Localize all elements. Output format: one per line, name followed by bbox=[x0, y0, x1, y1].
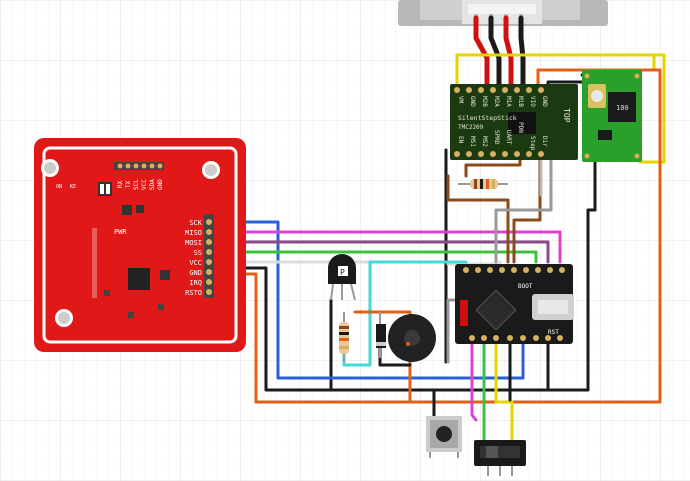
driver-pin-dir: Dir bbox=[541, 136, 548, 147]
driver-pin-en: EN bbox=[457, 136, 464, 144]
driver-pin-gnd-top: GND bbox=[469, 96, 476, 107]
mcu-top-pins bbox=[463, 267, 565, 273]
driver-pin-gnd-top2: GND bbox=[541, 96, 548, 107]
buck-converter: 100 bbox=[582, 70, 642, 162]
microcontroller: BOOT RST bbox=[455, 264, 574, 344]
rfid-module: ON KE RX TX SCL VCC SDA GND PWR bbox=[34, 138, 246, 352]
rfid-top-pin-labels: RX TX SCL VCC SDA GND bbox=[117, 179, 164, 190]
rfid-top-pin-gnd: GND bbox=[157, 179, 164, 190]
rst-label: RST bbox=[548, 329, 559, 336]
driver-top-header bbox=[454, 87, 544, 93]
motor-wires bbox=[473, 15, 526, 93]
resistor-vertical bbox=[339, 312, 349, 362]
pin-label-gnd: GND bbox=[189, 269, 202, 277]
driver-name: SilentStepStick bbox=[458, 114, 517, 122]
driver-pin-ms2: MS2 bbox=[481, 136, 488, 147]
rfid-top-pin-vcc: VCC bbox=[141, 179, 148, 190]
rfid-switch-labels: ON KE bbox=[56, 184, 76, 190]
pin-label-ss: SS bbox=[194, 249, 202, 257]
switch-label-ke: KE bbox=[70, 184, 76, 190]
driver-chip: TMC2209 bbox=[458, 124, 484, 131]
rfid-top-pin-rx: RX bbox=[117, 180, 124, 188]
pin-label-irq: IRQ bbox=[189, 279, 202, 287]
driver-pin-m2a: M2A bbox=[493, 96, 500, 107]
transistor: P bbox=[328, 254, 356, 301]
driver-pin-step: Step bbox=[529, 136, 536, 151]
pin-label-rsto: RSTO bbox=[185, 289, 202, 297]
driver-pin-uart: UART bbox=[505, 130, 512, 145]
mcu-bottom-pins bbox=[469, 335, 563, 341]
resistor-top bbox=[458, 179, 508, 189]
boot-label: BOOT bbox=[518, 283, 533, 290]
stepper-driver: VM GND M2B M2A M1A M1B VIO GND SilentSte… bbox=[450, 84, 578, 160]
slide-switch bbox=[474, 440, 526, 476]
transistor-label: P bbox=[340, 268, 345, 277]
buck-pins bbox=[584, 73, 640, 159]
driver-pin-m1b: M1B bbox=[517, 96, 524, 107]
driver-pin-ms1: MS1 bbox=[469, 136, 476, 147]
rfid-top-header bbox=[114, 162, 164, 170]
buzzer bbox=[388, 314, 436, 362]
driver-brand: TOP bbox=[562, 108, 571, 123]
driver-pin-vio: VIO bbox=[529, 96, 536, 107]
rfid-top-pin-sda: SDA bbox=[149, 179, 156, 190]
diode bbox=[376, 312, 386, 358]
driver-top-pin-labels: VM GND M2B M2A M1A M1B VIO GND bbox=[457, 96, 548, 107]
driver-pin-m2b: M2B bbox=[481, 96, 488, 107]
pin-label-miso: MISO bbox=[185, 229, 202, 237]
inductor-label: 100 bbox=[616, 104, 629, 112]
pin-label-mosi: MOSI bbox=[185, 239, 202, 247]
driver-pin-sprd: SPRD bbox=[493, 130, 500, 145]
switch-label-on: ON bbox=[56, 184, 62, 190]
rfid-side-pins bbox=[206, 219, 212, 295]
driver-pin-m1a: M1A bbox=[505, 96, 512, 107]
push-button bbox=[426, 416, 462, 458]
driver-bottom-pin-labels: EN MS1 MS2 SPRD UART PDN Step Dir bbox=[457, 122, 548, 151]
pin-label-sck: SCK bbox=[189, 219, 202, 227]
driver-pin-pdn: PDN bbox=[517, 122, 524, 133]
pin-label-vcc: VCC bbox=[189, 259, 202, 267]
rfid-pin-labels: SCK MISO MOSI SS VCC GND IRQ RSTO bbox=[185, 219, 203, 297]
rfid-side-header bbox=[204, 214, 214, 298]
stepper-motor bbox=[398, 0, 608, 26]
rfid-top-pin-tx: TX bbox=[125, 180, 132, 188]
rfid-top-pin-scl: SCL bbox=[133, 179, 140, 190]
driver-pin-vm: VM bbox=[457, 96, 464, 104]
driver-bottom-header bbox=[454, 151, 544, 157]
pwr-label: PWR bbox=[114, 228, 127, 236]
